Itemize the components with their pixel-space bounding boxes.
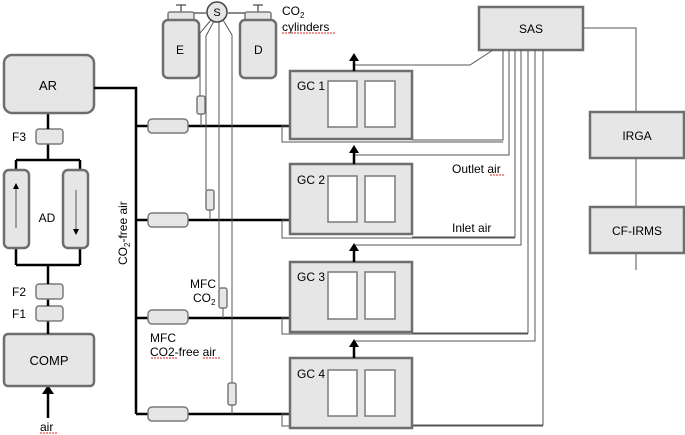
gc4-window-right: [364, 369, 396, 417]
filter-f3: [35, 128, 64, 145]
cylinder-e-label: E: [176, 43, 184, 57]
sas-to-analyzers-line: [583, 27, 637, 270]
ad-label: AD: [39, 211, 56, 225]
comp-label: COMP: [30, 353, 69, 368]
f2-label: F2: [12, 285, 26, 299]
outlet-air-label: Outlet air: [452, 162, 501, 176]
gc3-outlet-to-sas: [354, 50, 522, 246]
mfc-co2-free-gc4: [147, 406, 189, 422]
f3-label: F3: [12, 130, 26, 144]
gc2-inlet-bypass: [281, 219, 515, 239]
gc3-return-line: [412, 50, 529, 334]
sas-label: SAS: [519, 22, 543, 36]
mfc-co2-gc4: [227, 382, 237, 406]
cylinder-d-label: D: [254, 43, 263, 57]
gc1-label: GC 1: [297, 79, 325, 93]
air-input-arrowhead: [42, 385, 54, 394]
ar-label: AR: [39, 78, 57, 93]
gc3-label: GC 3: [297, 270, 325, 284]
gc1-outlet-to-sas: [354, 49, 494, 66]
gc3-window-right: [364, 271, 396, 320]
mfc-co2-gc3: [218, 287, 228, 309]
sas-box: [477, 5, 585, 52]
gc4-outlet-to-sas: [354, 50, 536, 342]
mfc-co2-free-gc2: [147, 212, 189, 228]
gc2-window-left: [327, 175, 358, 223]
inlet-air-label: Inlet air: [452, 221, 491, 235]
irga-box: [588, 110, 685, 160]
gc3-outlet-arrowhead: [349, 243, 359, 251]
air-label: air: [40, 420, 53, 434]
cf-irms-box: [588, 205, 685, 255]
mfc-co2-label-line1: MFC: [190, 277, 216, 291]
cylinder-d: [238, 18, 278, 80]
gc2-window-right: [364, 175, 396, 223]
cylinder-e: [161, 18, 201, 80]
gc1-window-right: [364, 80, 396, 128]
mfc-co2-free-gc1: [147, 118, 189, 134]
gc2-outlet-arrowhead: [349, 145, 359, 153]
f1-label: F1: [12, 307, 26, 321]
irga-label: IRGA: [622, 129, 651, 143]
gc1-outlet-arrowhead: [349, 53, 359, 61]
filter-f2: [35, 283, 64, 300]
gc1-window-left: [327, 80, 358, 128]
gc2-label: GC 2: [297, 173, 325, 187]
co2-free-air-main-line: [94, 86, 138, 414]
co2-cylinders-label-line2: cylinders: [282, 20, 329, 34]
co2-free-air-vertical-label: CO2-free air: [116, 201, 132, 265]
mfc-co2-gc2: [205, 189, 215, 211]
gc4-label: GC 4: [297, 367, 325, 381]
gc2-return-line: [412, 50, 516, 238]
gc4-outlet-arrowhead: [349, 339, 359, 347]
filter-f1: [35, 305, 64, 322]
co2-line-gc4: [222, 19, 233, 383]
co2-cylinders-label-line1: CO2: [282, 4, 305, 20]
mfc-co2-label-line2: CO2: [193, 291, 216, 307]
mfc-co2-free-label-line2: CO2-free air: [150, 345, 216, 359]
mfc-co2-free-label-line1: MFC: [150, 331, 176, 345]
co2-line-gc1: [199, 19, 212, 96]
gc1-inlet-bypass: [281, 125, 503, 143]
cf-irms-label: CF-IRMS: [612, 224, 662, 238]
gc4-return-line: [412, 50, 544, 426]
gc1-return-line: [412, 50, 504, 141]
selector-valve-s: [206, 1, 228, 23]
co2-line-gc2: [205, 20, 215, 190]
gc3-inlet-bypass: [281, 317, 528, 335]
gc3-window-left: [327, 271, 358, 320]
s-label: S: [213, 7, 220, 19]
gc2-outlet-to-sas: [354, 50, 510, 156]
mfc-co2-gc1: [196, 95, 206, 115]
mfc-co2-free-gc3: [147, 309, 189, 325]
air-reservoir-box: [2, 53, 96, 115]
gc4-window-left: [327, 369, 358, 417]
